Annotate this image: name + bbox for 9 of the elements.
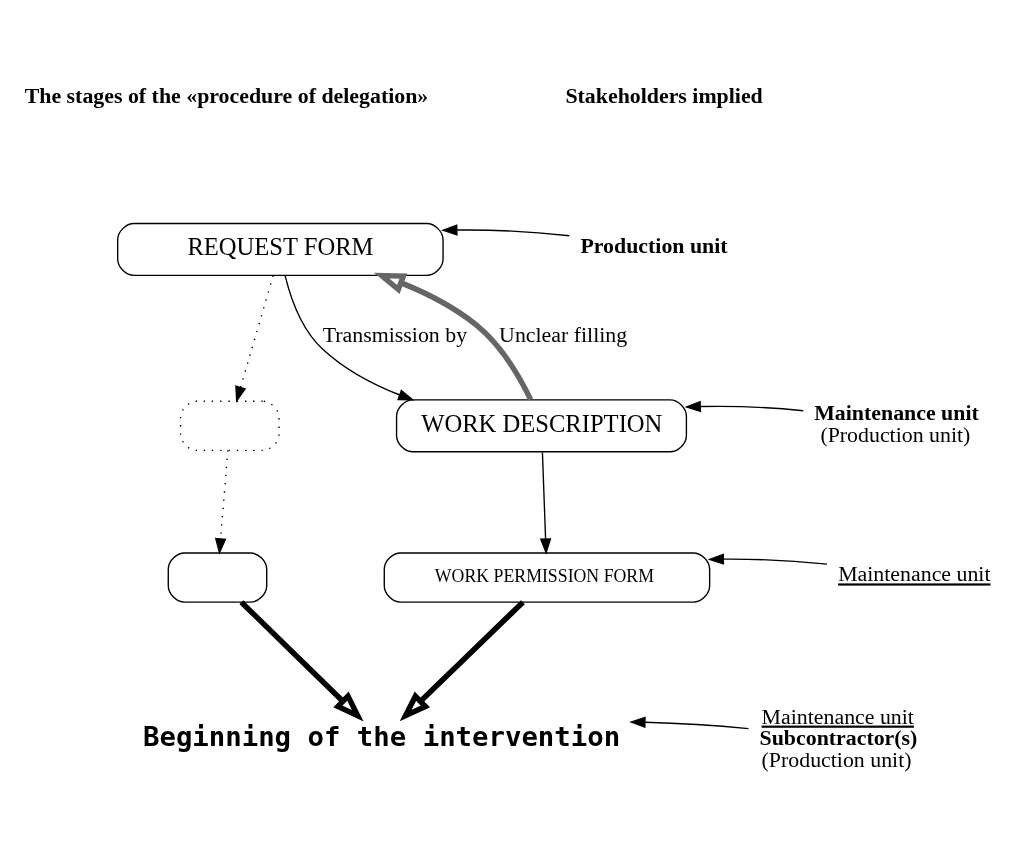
node-text: Beginning of the intervention: [142, 720, 621, 752]
label: The stages of the «procedure of delegation»: [24, 83, 429, 108]
edge-label: Unclear filling: [499, 322, 628, 347]
label: Stakeholders implied: [565, 83, 763, 108]
node-text: Maintenance unit: [838, 561, 991, 586]
node-text: Maintenance unit Subcontractor(s) (Production unit): [759, 704, 918, 772]
node-text: Maintenance unit (Production unit): [814, 400, 979, 447]
node-text: Production unit: [580, 233, 728, 258]
edge-label: Transmission by: [322, 322, 468, 347]
